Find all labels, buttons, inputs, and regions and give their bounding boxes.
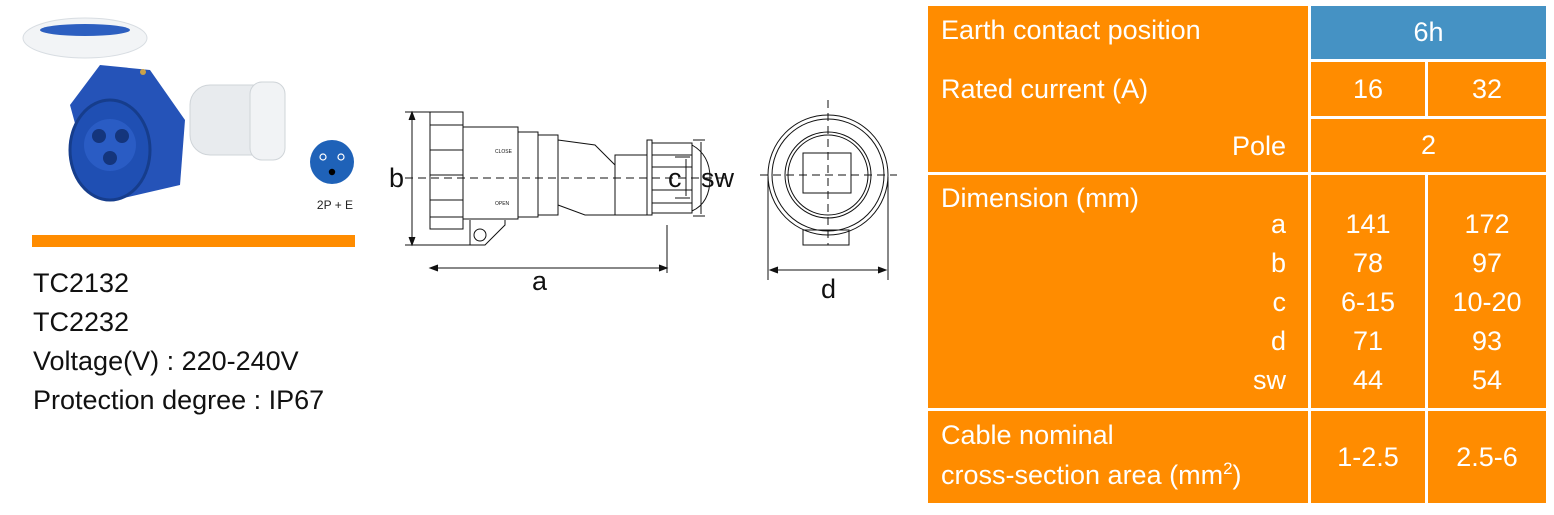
pole-value: 2	[1311, 119, 1546, 172]
dimension-label: Dimension (mm)	[941, 183, 1140, 213]
cable-label-line1: Cable nominal	[941, 420, 1114, 450]
dimension-value: 54	[1471, 365, 1503, 395]
rated-current-32: 32	[1428, 62, 1546, 116]
model-number: TC2232	[33, 307, 130, 337]
dim-label-c: c	[668, 163, 682, 193]
dimension-label-cell: Dimension (mm) a b c d sw	[928, 175, 1308, 408]
dimension-key: b	[1270, 248, 1286, 278]
protection-spec: Protection degree : IP67	[33, 385, 325, 415]
dimension-key: sw	[1253, 365, 1286, 395]
cable-label-line2: cross-section area (mm2)	[941, 459, 1242, 491]
dimension-value: 44	[1352, 365, 1384, 395]
product-photo	[22, 17, 286, 202]
rated-current-16: 16	[1311, 62, 1425, 116]
dimension-keys: a b c d sw	[1253, 205, 1286, 400]
accent-divider	[32, 235, 355, 247]
dim-label-sw: sw	[701, 163, 735, 193]
pole-label: Pole	[1231, 131, 1286, 161]
dim-label-b: b	[389, 163, 404, 193]
cable-label-sup: 2	[1223, 459, 1233, 478]
dimension-value: 6-15	[1340, 287, 1396, 317]
open-label: OPEN	[495, 201, 510, 207]
cable-label-cell: Cable nominal cross-section area (mm2)	[928, 411, 1308, 503]
model-number: TC2132	[33, 268, 130, 298]
rated-current-label: Rated current (A)	[941, 74, 1149, 104]
dimension-key: c	[1272, 287, 1287, 317]
dimension-value: 97	[1471, 248, 1503, 278]
cable-label-end: )	[1232, 460, 1242, 490]
cable-area-16: 1-2.5	[1311, 411, 1425, 503]
cable-area-32: 2.5-6	[1428, 411, 1546, 503]
dim-label-a: a	[532, 266, 548, 296]
dimension-value: 93	[1471, 326, 1503, 356]
dimension-values-16: 141 78 6-15 71 44	[1311, 175, 1425, 408]
dimension-value: 10-20	[1452, 287, 1522, 317]
close-label: CLOSE	[495, 149, 513, 155]
voltage-spec: Voltage(V) : 220-240V	[33, 346, 299, 376]
dim-label-d: d	[821, 274, 836, 304]
cable-label-text: cross-section area (mm	[941, 460, 1224, 490]
dimension-drawing: CLOSE OPEN b a c sw d	[389, 100, 897, 304]
dimension-value: 172	[1464, 209, 1510, 239]
spec-table: Earth contact position Rated current (A)…	[928, 6, 1546, 503]
side-view: CLOSE OPEN	[405, 110, 730, 273]
dimension-value: 71	[1352, 326, 1384, 356]
dimension-key: d	[1270, 326, 1286, 356]
dimension-value: 78	[1352, 248, 1384, 278]
earth-contact-value: 6h	[1311, 6, 1546, 59]
pin-configuration-icon	[310, 140, 354, 184]
dimension-values-32: 172 97 10-20 93 54	[1428, 175, 1546, 408]
dimension-value: 141	[1345, 209, 1391, 239]
dimension-key: a	[1270, 209, 1286, 239]
earth-contact-label: Earth contact position	[941, 15, 1201, 45]
front-view	[760, 100, 897, 280]
pin-config-label: 2P + E	[316, 198, 354, 212]
spec-header-labels: Earth contact position Rated current (A)…	[928, 6, 1308, 172]
